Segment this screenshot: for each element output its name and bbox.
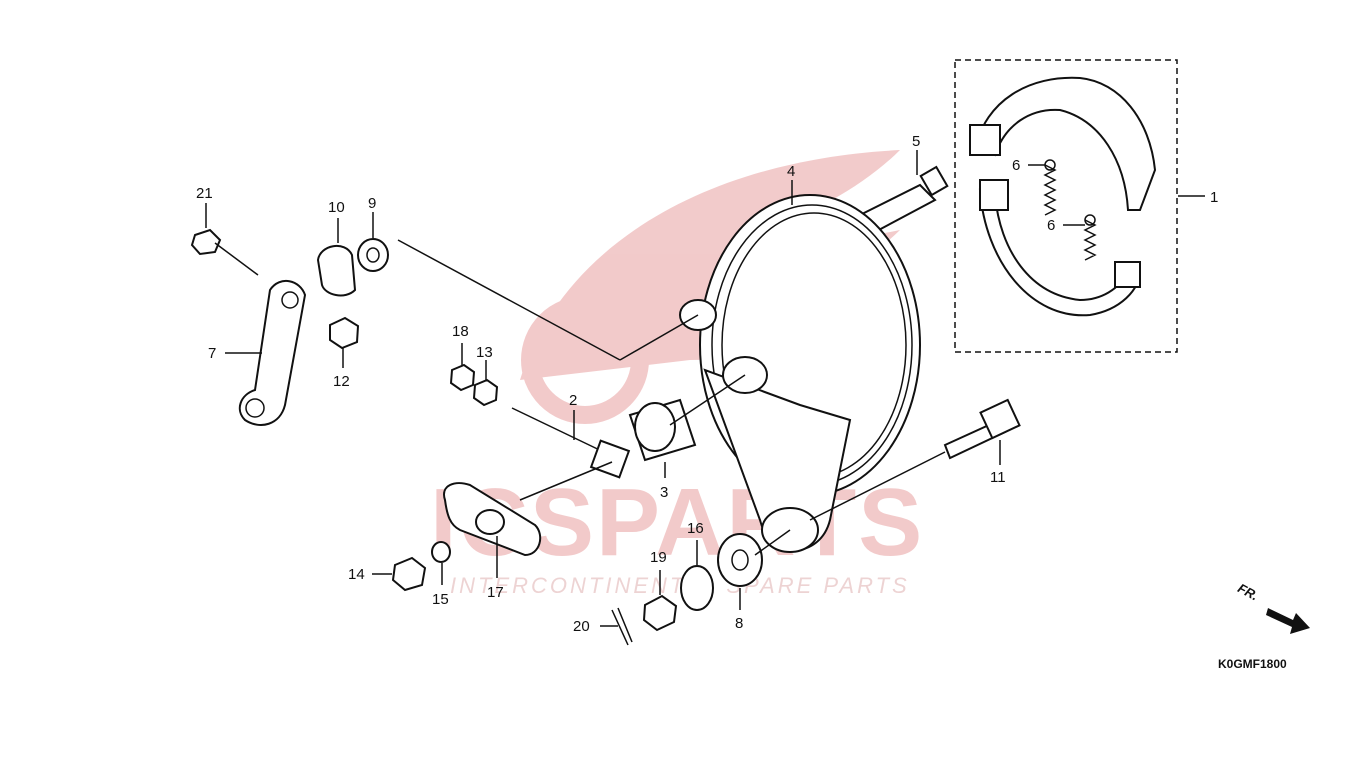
callout-8: 8 <box>735 615 743 632</box>
brake-rod <box>511 407 631 479</box>
brake-arm <box>238 280 307 426</box>
brake-shoe-lower <box>978 179 1142 317</box>
assembly-lines <box>397 239 946 556</box>
brake-shoe-upper <box>969 76 1157 211</box>
spring-lower <box>1083 214 1097 261</box>
watermark-gear <box>521 296 649 424</box>
callout-6a: 6 <box>1012 157 1020 174</box>
nut-13 <box>472 378 499 407</box>
bolt-21 <box>190 228 259 276</box>
callouts: 1 2 3 4 5 6 6 7 8 9 10 11 12 13 14 15 16 <box>196 133 1218 635</box>
callout-7: 7 <box>208 345 216 362</box>
stopper-plate <box>443 482 542 557</box>
callout-16: 16 <box>687 520 704 537</box>
callout-14: 14 <box>348 566 365 583</box>
cotter-pin-20 <box>611 607 633 646</box>
wear-indicator-10 <box>316 245 357 297</box>
callout-5: 5 <box>912 133 920 150</box>
spring-upper <box>1043 159 1057 216</box>
callout-4: 4 <box>787 163 795 180</box>
collar <box>628 398 697 462</box>
callout-13: 13 <box>476 344 493 361</box>
callout-17: 17 <box>487 584 504 601</box>
nut-18 <box>449 363 476 392</box>
nut-12 <box>329 316 360 350</box>
callout-2: 2 <box>569 392 577 409</box>
watermark-tagline: INTERCONTINENTAL SPARE PARTS <box>450 573 910 598</box>
callout-11: 11 <box>990 469 1006 486</box>
callout-1: 1 <box>1210 189 1218 206</box>
callout-12: 12 <box>333 373 350 390</box>
brake-shoe-group-box <box>954 59 1178 353</box>
front-direction-indicator: FR. <box>1235 580 1310 634</box>
bolt-11 <box>943 398 1021 460</box>
nut-19 <box>642 594 678 632</box>
callout-10: 10 <box>328 199 345 216</box>
brake-panel <box>679 194 921 553</box>
washer-16 <box>680 565 714 611</box>
callout-6b: 6 <box>1047 217 1055 234</box>
callout-21: 21 <box>196 185 213 202</box>
front-direction-label: FR. <box>1235 580 1261 603</box>
diagram-code: K0GMF1800 <box>1218 657 1287 671</box>
front-arrow-icon <box>1266 608 1310 634</box>
seal-9 <box>357 238 389 272</box>
washer-8 <box>717 533 763 587</box>
washer-15 <box>431 541 451 563</box>
callout-18: 18 <box>452 323 469 340</box>
callout-15: 15 <box>432 591 449 608</box>
nut-14 <box>391 556 427 592</box>
callout-3: 3 <box>660 484 668 501</box>
callout-19: 19 <box>650 549 667 566</box>
callout-9: 9 <box>368 195 376 212</box>
callout-20: 20 <box>573 618 590 635</box>
